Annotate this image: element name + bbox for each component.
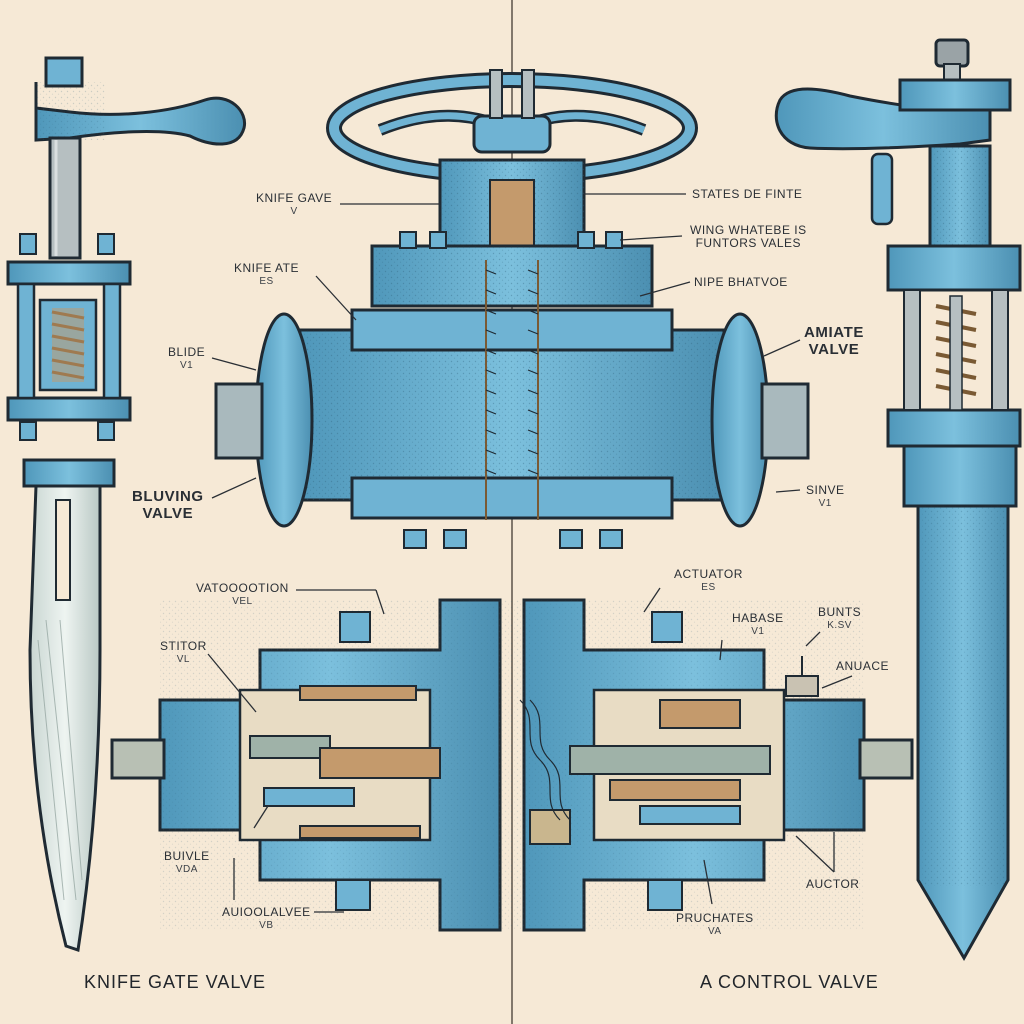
title-knife-gate-valve: KNIFE GATE VALVE	[84, 972, 267, 992]
label-blide: BLIDE V1	[168, 345, 206, 372]
label-knife-ate: KNIFE ATE ES	[234, 261, 299, 288]
label-bluving-valve: BLUVING VALVE	[132, 488, 204, 522]
label-buivle: BUIVLE VDA	[164, 849, 210, 876]
label-stitor: STITOR VL	[160, 639, 207, 666]
label-auctor: AUCTOR	[806, 877, 860, 891]
label-knife-gave: KNIFE GAVE V	[256, 191, 333, 218]
label-anuace: ANUACE	[836, 659, 890, 673]
leader-lines	[207, 193, 853, 913]
label-vatooootion: VATOOOOTION VEL	[196, 581, 289, 608]
label-states-de-finte: STATES DE FINTE	[692, 187, 803, 201]
label-sinve: SINVE V1	[806, 483, 845, 510]
label-amiate-valve: AMIATE VALVE	[804, 324, 864, 358]
label-pruchates: PRUCHATES VA	[676, 911, 754, 938]
gate-valve-drawing	[214, 69, 810, 549]
label-habase: HABASE V1	[732, 611, 784, 638]
label-nipe-bhatvoe: NIPE BHATVOE	[694, 275, 788, 289]
control-valve-drawing	[774, 38, 1022, 962]
label-bunts: BUNTS K.SV	[818, 605, 862, 632]
label-wing-whatebe: WING WHATEBE IS FUNTORS VALES	[690, 223, 807, 250]
label-actuator: ACTUATOR ES	[674, 567, 743, 594]
knife-gate-valve-drawing	[6, 56, 247, 952]
sectional-view-drawing	[110, 598, 914, 932]
title-control-valve: A CONTROL VALVE	[700, 972, 879, 992]
label-auioolalvee: AUIOOLALVEE VB	[222, 905, 311, 932]
